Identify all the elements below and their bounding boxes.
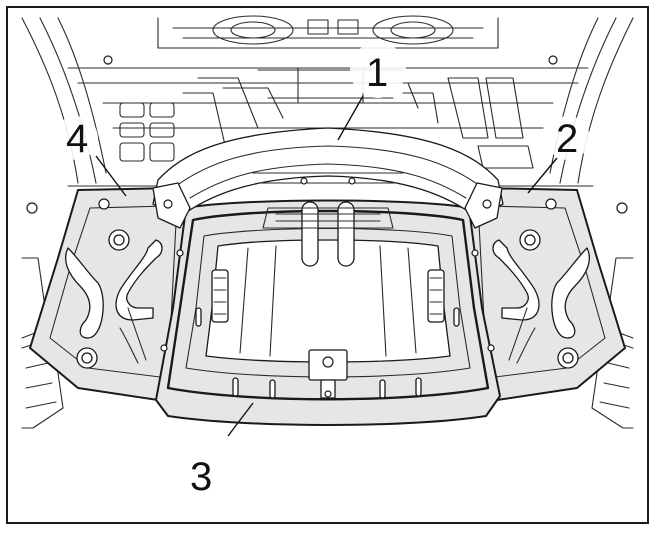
underbody-illustration: 1 2 3 4 bbox=[21, 15, 634, 499]
leader-1 bbox=[337, 95, 364, 141]
callout-3: 3 bbox=[190, 455, 212, 499]
callout-4: 4 bbox=[66, 117, 88, 161]
part-4-left-floor-panel bbox=[29, 187, 187, 401]
part-2-right-floor-panel bbox=[468, 187, 626, 401]
callout-halos bbox=[54, 42, 590, 160]
leader-2 bbox=[527, 157, 558, 194]
part-1-cross-member bbox=[152, 127, 504, 229]
leader-3 bbox=[227, 402, 254, 437]
diagram-figure: 1 2 3 4 bbox=[6, 6, 649, 524]
callout-leaders bbox=[95, 95, 558, 437]
callout-1: 1 bbox=[366, 51, 388, 95]
part-3-spare-wheel-well bbox=[155, 199, 501, 426]
background-body-structure bbox=[21, 15, 634, 429]
leader-4 bbox=[95, 155, 127, 197]
callout-2: 2 bbox=[556, 117, 578, 161]
